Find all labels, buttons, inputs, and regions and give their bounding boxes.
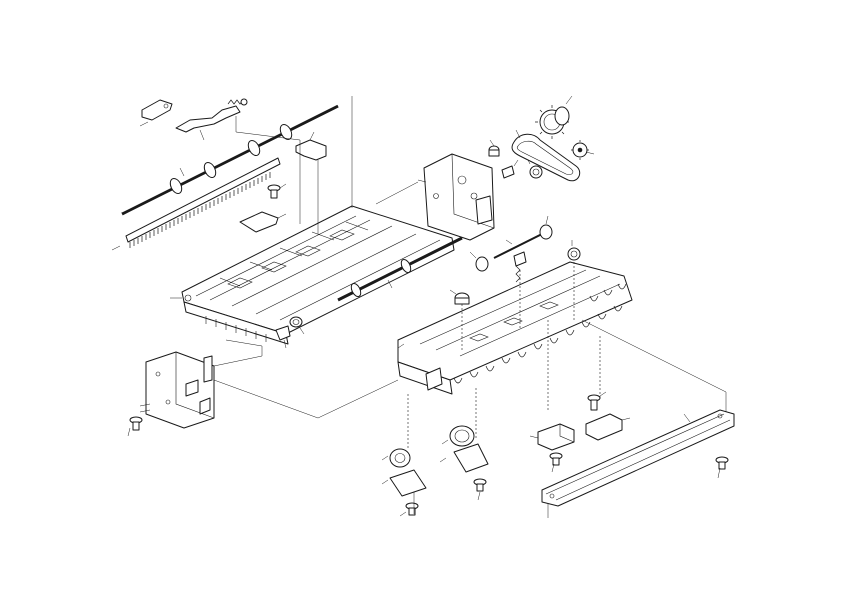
motor-assembly (439, 425, 489, 473)
lever-part (139, 99, 173, 127)
roller-shaft-upper (121, 103, 339, 216)
gear-small-2 (527, 159, 543, 179)
static-brush (111, 157, 281, 251)
spring-gear (505, 239, 527, 283)
screw-sensor (587, 391, 607, 411)
small-gear (571, 140, 595, 160)
screw-left (127, 416, 143, 437)
bracket-plate-small (239, 211, 287, 233)
sensor-bracket (529, 423, 575, 451)
gear-small-3 (567, 240, 581, 261)
roller-shaft-lower (337, 236, 463, 302)
stay-bar (541, 409, 735, 507)
clip-small (275, 325, 291, 349)
side-plate-drive (417, 153, 495, 241)
screw-stay (715, 456, 729, 479)
assembly-dash-lines (407, 262, 601, 450)
screw (267, 183, 287, 199)
actuator-link (175, 98, 248, 141)
guide-frame-lower (397, 261, 633, 395)
sensor-part (585, 413, 631, 441)
timing-belt (511, 129, 581, 182)
guide-frame-main (170, 205, 455, 345)
screw-bottom-mid (473, 478, 487, 501)
long-assembly-lines (213, 96, 727, 518)
bushing-upper (488, 139, 500, 157)
clip-part (295, 131, 327, 161)
bushing-mid (449, 289, 470, 305)
screw-bracket (549, 452, 563, 473)
screw-bottom-left (399, 502, 419, 517)
clutch-assembly (381, 448, 427, 497)
side-bracket-left (139, 351, 215, 429)
stud-screw (501, 159, 519, 179)
roller-pair (469, 215, 553, 272)
drive-gear (535, 95, 573, 139)
bushing-part (289, 316, 305, 335)
